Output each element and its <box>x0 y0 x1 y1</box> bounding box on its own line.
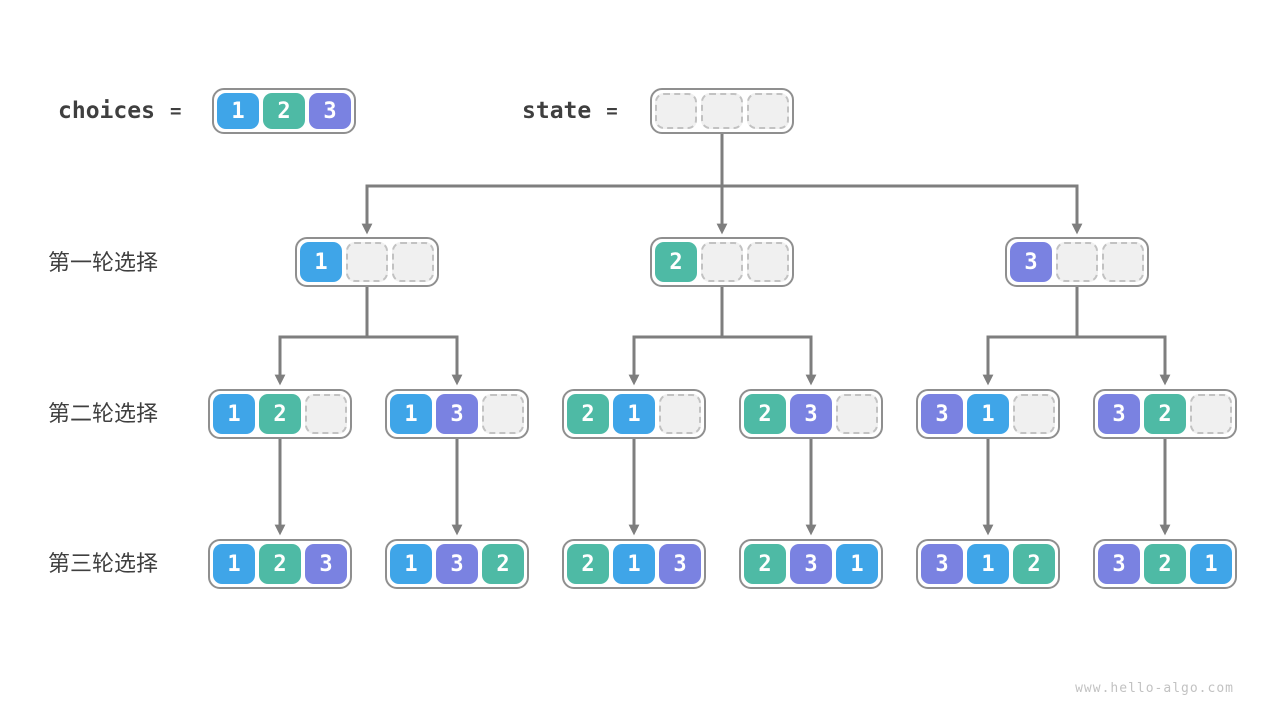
state-cell <box>392 242 434 282</box>
choices-cell: 2 <box>263 93 305 129</box>
round3-state-box: 1 3 2 <box>385 539 529 589</box>
state-cell: 1 <box>300 242 342 282</box>
state-cell <box>747 242 789 282</box>
state-label: state <box>522 98 592 124</box>
state-cell <box>747 93 789 129</box>
round2-state-box: 1 3 <box>385 389 529 439</box>
state-cell <box>701 93 743 129</box>
state-cell: 2 <box>567 394 609 434</box>
state-cell: 3 <box>305 544 347 584</box>
state-cell: 2 <box>259 544 301 584</box>
round1-state-box: 2 <box>650 237 794 287</box>
round2-state-box: 3 2 <box>1093 389 1237 439</box>
round2-state-box: 2 3 <box>739 389 883 439</box>
choices-label: choices <box>58 98 155 124</box>
round2-state-box: 3 1 <box>916 389 1060 439</box>
state-cell: 3 <box>1010 242 1052 282</box>
choices-equals-sign: = <box>169 100 182 122</box>
state-cell: 1 <box>613 394 655 434</box>
state-cell: 1 <box>390 394 432 434</box>
round-3-label: 第三轮选择 <box>48 551 159 576</box>
state-cell: 1 <box>1190 544 1232 584</box>
state-cell: 1 <box>390 544 432 584</box>
round3-state-box: 1 2 3 <box>208 539 352 589</box>
state-cell: 2 <box>655 242 697 282</box>
state-cell <box>482 394 524 434</box>
round1-state-box: 1 <box>295 237 439 287</box>
state-cell: 1 <box>967 544 1009 584</box>
state-cell: 2 <box>1144 394 1186 434</box>
state-cell: 1 <box>967 394 1009 434</box>
choices-label-group: choices = <box>58 88 181 134</box>
state-cell <box>1056 242 1098 282</box>
state-cell: 3 <box>436 394 478 434</box>
round1-state-box: 3 <box>1005 237 1149 287</box>
choices-cell: 3 <box>309 93 351 129</box>
state-cell <box>655 93 697 129</box>
state-cell <box>1190 394 1232 434</box>
state-cell <box>305 394 347 434</box>
state-array-box <box>650 88 794 134</box>
round3-state-box: 3 2 1 <box>1093 539 1237 589</box>
state-cell: 2 <box>482 544 524 584</box>
state-cell: 1 <box>836 544 878 584</box>
choices-cell: 1 <box>217 93 259 129</box>
state-cell: 2 <box>1013 544 1055 584</box>
round3-state-box: 3 1 2 <box>916 539 1060 589</box>
state-cell: 2 <box>259 394 301 434</box>
state-cell: 2 <box>744 544 786 584</box>
state-equals-sign: = <box>606 100 618 122</box>
state-cell: 3 <box>659 544 701 584</box>
state-cell <box>1102 242 1144 282</box>
state-cell: 1 <box>213 394 255 434</box>
state-cell: 3 <box>436 544 478 584</box>
state-cell: 3 <box>921 544 963 584</box>
state-cell: 3 <box>790 544 832 584</box>
state-cell: 3 <box>1098 394 1140 434</box>
round3-state-box: 2 3 1 <box>739 539 883 589</box>
state-cell: 3 <box>921 394 963 434</box>
state-cell: 1 <box>213 544 255 584</box>
choices-array-box: 1 2 3 <box>212 88 356 134</box>
state-cell: 2 <box>1144 544 1186 584</box>
state-cell <box>659 394 701 434</box>
round3-state-box: 2 1 3 <box>562 539 706 589</box>
website-watermark: www.hello-algo.com <box>1075 681 1234 696</box>
state-cell: 1 <box>613 544 655 584</box>
state-cell <box>346 242 388 282</box>
state-cell <box>836 394 878 434</box>
state-cell: 3 <box>790 394 832 434</box>
state-cell <box>1013 394 1055 434</box>
round2-state-box: 1 2 <box>208 389 352 439</box>
state-label-group: state = <box>522 88 618 134</box>
state-cell: 3 <box>1098 544 1140 584</box>
round2-state-box: 2 1 <box>562 389 706 439</box>
state-cell: 2 <box>744 394 786 434</box>
round-1-label: 第一轮选择 <box>48 250 159 275</box>
round-2-label: 第二轮选择 <box>48 401 159 426</box>
state-cell: 2 <box>567 544 609 584</box>
state-cell <box>701 242 743 282</box>
